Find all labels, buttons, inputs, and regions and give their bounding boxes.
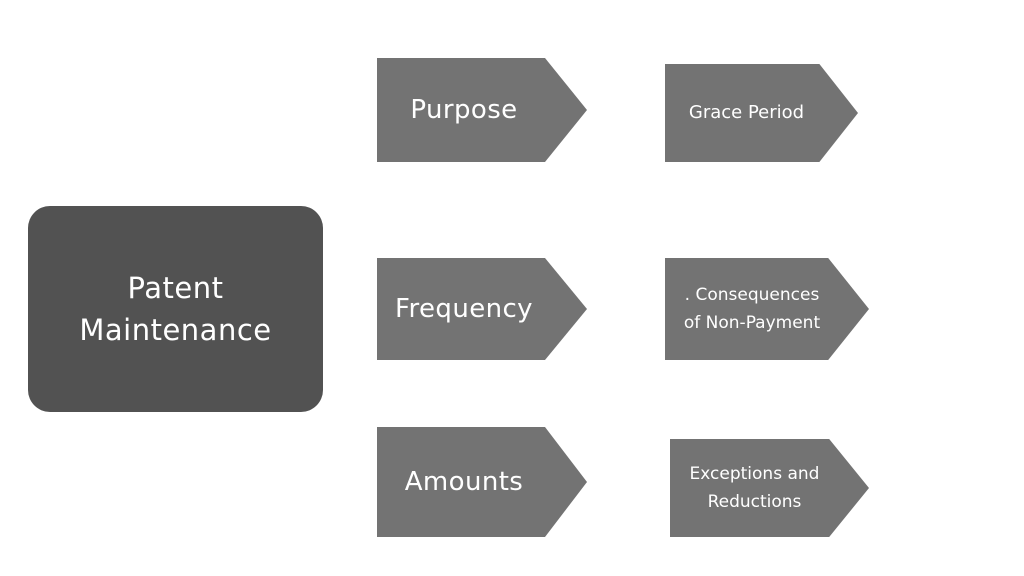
main-label-line2: Maintenance xyxy=(79,313,272,347)
exceptions-line1: Exceptions and xyxy=(689,464,820,484)
amounts-arrow: Amounts xyxy=(377,427,587,537)
grace-period-arrow: Grace Period xyxy=(665,64,858,162)
grace-period-line1: Grace Period xyxy=(688,102,805,123)
exceptions-label: Exceptions and Reductions xyxy=(690,460,850,516)
consequences-line2: of Non-Payment xyxy=(683,313,821,333)
consequences-line1: . Consequences xyxy=(684,285,820,305)
amounts-label: Amounts xyxy=(404,467,524,497)
consequences-label: . Consequences of Non-Payment xyxy=(684,281,850,337)
frequency-label: Frequency xyxy=(395,294,533,324)
main-label: Patent Maintenance xyxy=(46,267,306,351)
patent-maintenance-box: Patent Maintenance xyxy=(28,206,323,412)
exceptions-arrow: Exceptions and Reductions xyxy=(670,439,869,537)
exceptions-line2: Reductions xyxy=(707,492,802,512)
consequences-arrow: . Consequences of Non-Payment xyxy=(665,258,869,360)
purpose-arrow: Purpose xyxy=(377,58,587,162)
main-label-line1: Patent xyxy=(127,271,224,305)
purpose-label: Purpose xyxy=(410,95,518,125)
frequency-arrow: Frequency xyxy=(377,258,587,360)
grace-period-label: Grace Period xyxy=(689,99,834,127)
